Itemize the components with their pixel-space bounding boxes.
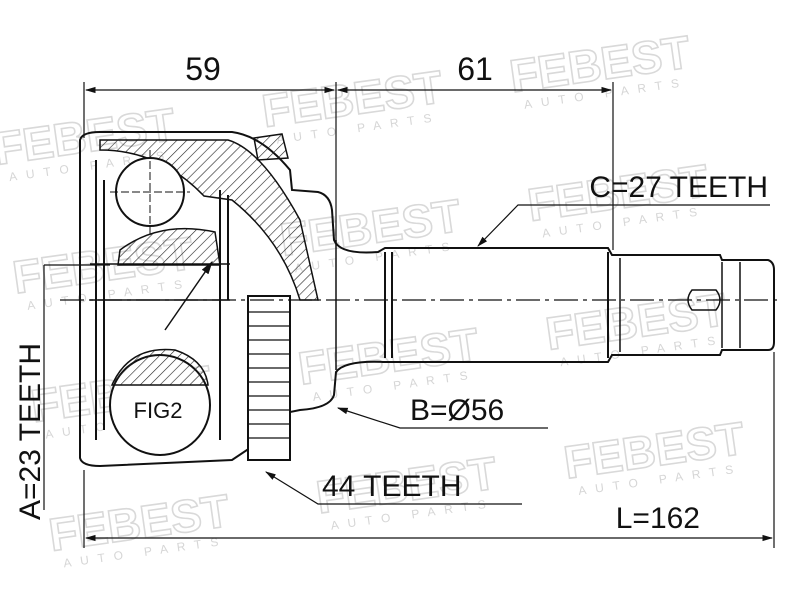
cv-joint-body: [79, 131, 775, 468]
leader-abs-teeth: [265, 471, 522, 505]
dim-diameter: B=Ø56: [410, 394, 504, 427]
fig2-detail: FIG2: [109, 260, 213, 456]
dimension-labels: 59 61 C=27 TEETH B=Ø56 44 TEETH L=162 A=…: [14, 51, 768, 535]
dim-shaft-length: 61: [457, 51, 493, 87]
leader-spline-c: [477, 204, 770, 247]
dim-abs-teeth: 44 TEETH: [322, 470, 462, 503]
dim-outer-spline: C=27 TEETH: [589, 171, 768, 204]
dim-inner-spline: A=23 TEETH: [14, 343, 47, 520]
leader-diameter-b: [336, 407, 548, 429]
dimension-lines: [43, 82, 775, 548]
dim-housing-length: 59: [185, 51, 221, 87]
abs-ring: [247, 295, 291, 461]
dim-overall-length: L=162: [616, 502, 700, 535]
detail-label: FIG2: [134, 398, 183, 423]
